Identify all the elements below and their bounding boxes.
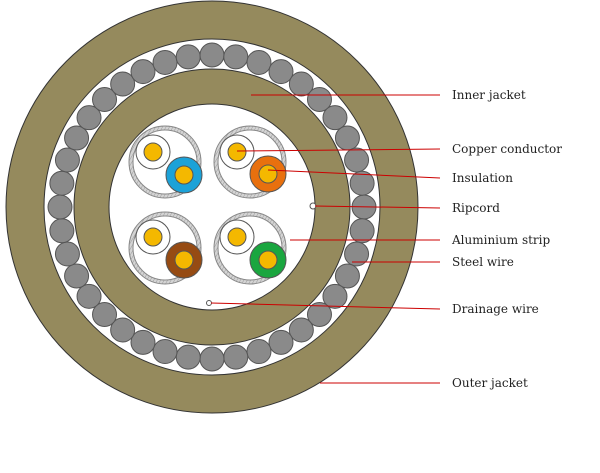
steel-wire	[92, 87, 118, 113]
label-insulation: Insulation	[452, 171, 513, 185]
steel-wire	[76, 105, 102, 131]
label-outer-jacket: Outer jacket	[452, 376, 528, 390]
steel-wire	[349, 218, 375, 244]
copper-conductor	[143, 227, 163, 247]
label-drainage-wire: Drainage wire	[452, 302, 539, 316]
copper-conductor	[258, 250, 278, 270]
leader-copper-conductor	[236, 148, 441, 152]
steel-wire	[344, 241, 370, 267]
steel-wire	[334, 125, 360, 151]
copper-conductor	[174, 250, 194, 270]
copper-conductor	[258, 164, 278, 184]
steel-wire	[49, 218, 75, 244]
steel-wire	[54, 241, 80, 267]
steel-wire	[64, 125, 90, 151]
copper-conductor	[143, 142, 163, 162]
steel-wire	[334, 263, 360, 289]
leader-insulation	[267, 169, 441, 179]
twisted-pair-orange	[213, 125, 287, 199]
steel-wire	[175, 344, 201, 370]
steel-wire	[54, 147, 80, 173]
copper-conductor	[174, 165, 194, 185]
twisted-pair-blue	[128, 125, 203, 199]
steel-wire	[175, 44, 201, 70]
steel-wire	[223, 44, 249, 70]
steel-wire	[47, 194, 73, 220]
steel-wire-ring	[47, 42, 377, 372]
cable-core	[108, 103, 316, 311]
steel-wire	[152, 49, 178, 75]
steel-wire	[349, 170, 375, 196]
steel-wire	[199, 42, 225, 68]
steel-wire	[246, 49, 272, 75]
label-steel-wire: Steel wire	[452, 255, 514, 269]
steel-wire	[92, 301, 118, 327]
steel-wire	[49, 170, 75, 196]
steel-wire	[322, 105, 348, 131]
steel-wire	[288, 317, 314, 343]
twisted-pair-green	[213, 211, 287, 285]
label-ripcord: Ripcord	[452, 201, 500, 215]
steel-wire	[268, 59, 294, 85]
label-inner-jacket: Inner jacket	[452, 88, 526, 102]
steel-wire	[64, 263, 90, 289]
steel-wire	[223, 344, 249, 370]
label-copper-conductor: Copper conductor	[452, 142, 562, 156]
steel-wire	[130, 59, 156, 85]
steel-wire	[306, 301, 332, 327]
leader-drainage-wire	[210, 302, 441, 310]
steel-wire	[288, 71, 314, 97]
steel-wire	[268, 329, 294, 355]
steel-wire	[110, 317, 136, 343]
steel-wire	[199, 346, 225, 372]
twisted-pair-brown	[128, 211, 203, 285]
steel-wire	[130, 329, 156, 355]
copper-conductor	[227, 227, 247, 247]
copper-conductor	[227, 142, 247, 162]
steel-wire	[110, 71, 136, 97]
steel-wire	[152, 339, 178, 365]
leader-ripcord	[314, 205, 441, 209]
steel-wire	[306, 87, 332, 113]
drainage-wire	[206, 300, 212, 306]
steel-wire	[76, 283, 102, 309]
steel-wire	[344, 147, 370, 173]
label-aluminium-strip: Aluminium strip	[451, 233, 550, 247]
steel-wire	[246, 339, 272, 365]
steel-wire	[322, 283, 348, 309]
